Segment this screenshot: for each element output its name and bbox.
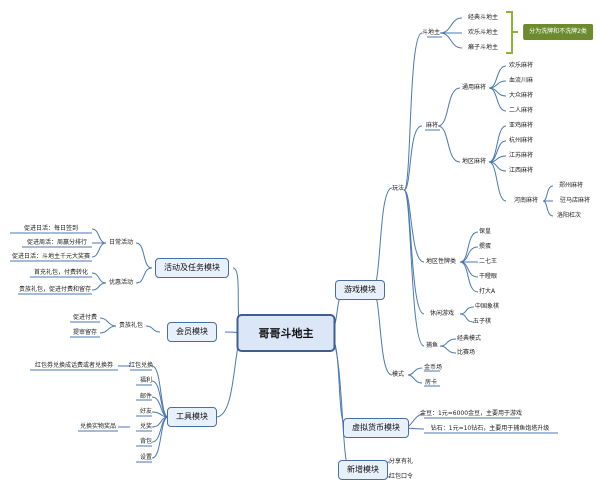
currency-item: 金豆：1元=6000金豆，主要用于游戏 <box>419 410 523 417</box>
noble-item: 促进付费 <box>72 314 98 321</box>
doudizhu-note: 分为洗牌和不洗牌2类 <box>523 24 593 40</box>
henan-item: 洛阳杠次 <box>556 212 582 219</box>
noble-pack-label: 贵族礼包 <box>118 322 144 329</box>
game-module[interactable]: 游戏模块 <box>335 280 385 300</box>
doudizhu-label: 斗地主 <box>421 29 441 36</box>
majiang-item: 大众麻将 <box>508 92 534 99</box>
exchange-label: 兑奖 <box>139 423 153 430</box>
mode-label: 模式 <box>391 371 405 378</box>
cards-item: 二七王 <box>478 258 498 265</box>
daily-item: 促进日活：斗地主千元大奖赛 <box>11 253 91 260</box>
new-item: 分享有礼 <box>388 458 414 465</box>
tools-item: 邮件 <box>139 393 153 400</box>
majiang-item: 江西麻将 <box>508 167 534 174</box>
redpack-label: 红包兑换 <box>128 362 154 369</box>
redpack-leaf: 红包券兑换成话费或者兑换券 <box>34 362 114 369</box>
majiang-item: 杭州麻将 <box>508 137 534 144</box>
fishing-item: 经典模式 <box>456 335 482 342</box>
majiang-item: 亚鸡麻将 <box>508 122 534 129</box>
wanfa-label: 玩法 <box>391 185 405 192</box>
general-majiang-label: 通用麻将 <box>461 84 487 91</box>
discount-item: 首充礼包，付费转化 <box>33 269 89 276</box>
regional-cards-label: 地区性牌类 <box>425 258 457 265</box>
member-module[interactable]: 会员模块 <box>167 322 217 342</box>
bracket <box>506 11 518 54</box>
noble-item: 提审留存 <box>72 329 98 336</box>
exchange-leaf: 兑换实物奖品 <box>79 423 117 430</box>
fishing-item: 比赛场 <box>456 349 476 356</box>
tools-item: 设置 <box>139 454 153 461</box>
cards-item: 干瞪眼 <box>478 273 498 280</box>
cards-item: 保皇 <box>478 228 492 235</box>
mode-item: 房卡 <box>424 379 438 386</box>
cards-item: 打大A <box>478 288 496 295</box>
majiang-label: 麻将 <box>425 122 439 129</box>
casual-item: 中国象棋 <box>474 303 500 310</box>
daily-item: 促进日活：每日签到 <box>23 225 79 232</box>
doudizhu-item: 欢乐斗地主 <box>467 29 499 36</box>
regional-majiang-label: 地区麻将 <box>461 158 487 165</box>
tools-module[interactable]: 工具模块 <box>167 407 217 427</box>
currency-item: 钻石：1元=10钻石，主要用于捕鱼炮塔升级 <box>430 425 550 432</box>
cards-item: 掼蛋 <box>478 243 492 250</box>
henan-item: 驻马店麻将 <box>559 197 591 204</box>
doudizhu-item: 癞子斗地主 <box>467 44 499 51</box>
discount-label: 优惠活动 <box>108 279 134 286</box>
majiang-item: 血流川麻 <box>508 77 534 84</box>
new-module[interactable]: 新增模块 <box>338 460 388 480</box>
casual-item: 五子棋 <box>472 318 492 325</box>
fishing-label: 捕鱼 <box>425 342 439 349</box>
henan-majiang-label: 河南麻将 <box>513 197 539 204</box>
tools-item: 背包 <box>139 438 153 445</box>
henan-item: 郑州麻将 <box>558 182 584 189</box>
daily-label: 日常活动 <box>108 239 134 246</box>
currency-module[interactable]: 虚拟货币模块 <box>343 418 409 438</box>
new-item: 红包口令 <box>388 473 414 480</box>
majiang-item: 江苏麻将 <box>508 152 534 159</box>
majiang-item: 二人麻将 <box>508 107 534 114</box>
tools-item: 福利 <box>139 377 153 384</box>
discount-item: 贵族礼包，促进付费和留存 <box>18 286 92 293</box>
mode-item: 金币场 <box>423 364 443 371</box>
doudizhu-item: 经典斗地主 <box>467 14 499 21</box>
majiang-item: 欢乐麻将 <box>508 62 534 69</box>
root-node[interactable]: 哥哥斗地主 <box>236 314 336 352</box>
daily-item: 促进周活：周赢分排行 <box>26 239 88 246</box>
casual-label: 休闲游戏 <box>429 310 455 317</box>
tools-item: 好友 <box>139 408 153 415</box>
activity-module[interactable]: 活动及任务模块 <box>155 258 229 278</box>
